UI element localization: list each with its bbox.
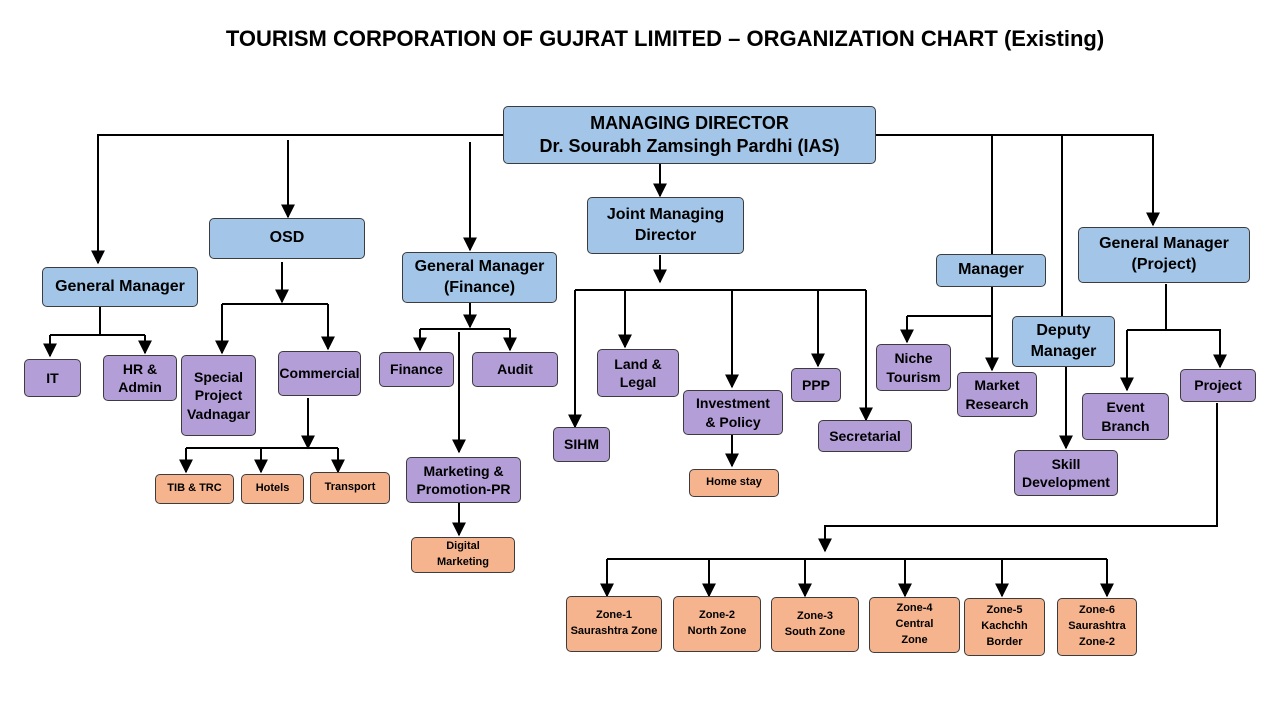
skill-label-2: Development [1022,474,1110,490]
special-project-box: Special Project Vadnagar [181,355,256,436]
ppp-label: PPP [801,376,830,393]
zone3-label-1: Zone-3 [796,609,834,622]
sihm-box: SIHM [553,427,610,462]
gm-project-label-2: (Project) [1131,256,1197,273]
skill-label-1: Skill [1051,455,1081,472]
project-box: Project [1180,369,1256,402]
zone-1-box: Zone-1 Saurashtra Zone [566,596,662,652]
zone4-label-2: Central [895,618,934,631]
zone2-label-2: North Zone [687,625,747,637]
zone6-label-2: Saurashtra [1068,620,1126,633]
gm-finance-label-2: (Finance) [443,278,516,296]
hotels-box: Hotels [241,474,304,504]
skill-development-box: Skill Development [1014,450,1118,496]
gm-project-label-1: General Manager [1099,235,1229,253]
zone1-label-2: Saurashtra Zone [570,625,658,637]
zone-6-box: Zone-6 Saurashtra Zone-2 [1057,598,1137,656]
zone2-label-1: Zone-2 [698,609,736,622]
manager-label: Manager [958,261,1024,279]
zone-4-box: Zone-4 Central Zone [869,597,960,653]
tib-trc-box: TIB & TRC [155,474,234,504]
general-manager-box: General Manager [42,267,198,307]
zone6-label-3: Zone-2 [1078,635,1116,648]
special-label-1: Special [193,369,244,386]
digital-marketing-box: Digital Marketing [411,537,515,573]
osd-label: OSD [269,229,305,247]
finance-label: Finance [390,361,443,378]
gm-finance-box: General Manager (Finance) [402,252,557,303]
zone4-label-3: Zone [901,633,928,646]
investment-label-2: & Policy [705,413,761,430]
md-title: MANAGING DIRECTOR [590,112,789,133]
investment-policy-box: Investment & Policy [683,390,783,435]
manager-box: Manager [936,254,1046,287]
sihm-label: SIHM [564,436,599,453]
home-stay-box: Home stay [689,469,779,497]
special-label-2: Project [194,387,243,404]
event-label-2: Branch [1101,417,1150,434]
audit-label: Audit [497,361,533,378]
niche-label-2: Tourism [886,368,941,385]
marketing-label-2: Promotion-PR [416,481,511,497]
market-research-box: Market Research [957,372,1037,417]
ppp-box: PPP [791,368,841,402]
gm-finance-label-1: General Manager [414,257,545,275]
zone5-label-3: Border [986,635,1023,648]
commercial-label: Commercial [279,365,360,382]
zone3-label-2: South Zone [784,625,846,638]
zone6-label-1: Zone-6 [1078,604,1116,617]
hr-admin-box: HR & Admin [103,355,177,401]
special-label-3: Vadnagar [186,405,251,422]
hotels-label: Hotels [255,482,290,495]
marketing-label-1: Marketing & [423,462,504,479]
gm-project-box: General Manager (Project) [1078,227,1250,283]
marketing-box: Marketing & Promotion-PR [406,457,521,503]
hr-label-2: Admin [118,379,162,395]
niche-label-1: Niche [894,350,933,367]
deputy-manager-box: Deputy Manager [1012,316,1115,367]
managing-director-box: MANAGING DIRECTOR Dr. Sourabh Zamsingh P… [503,106,876,164]
land-label-2: Legal [619,374,657,390]
zone4-label-1: Zone-4 [896,602,933,615]
zone5-label-1: Zone-5 [986,604,1023,617]
secretarial-label: Secretarial [829,427,901,444]
land-label-1: Land & [614,355,662,372]
research-label-1: Market [974,377,1020,394]
zone-3-box: Zone-3 South Zone [771,597,859,652]
commercial-box: Commercial [278,351,361,396]
event-branch-box: Event Branch [1082,393,1169,440]
digital-label-2: Marketing [437,556,489,568]
tib-label: TIB & TRC [167,482,222,495]
project-label: Project [1194,377,1242,394]
audit-box: Audit [472,352,558,387]
osd-box: OSD [209,218,365,259]
land-legal-box: Land & Legal [597,349,679,397]
research-label-2: Research [965,395,1029,412]
jmd-label-1: Joint Managing [606,205,725,223]
digital-label-1: Digital [446,540,480,553]
zone-2-box: Zone-2 North Zone [673,596,761,652]
secretarial-box: Secretarial [818,420,912,452]
home-stay-label: Home stay [706,476,762,489]
niche-tourism-box: Niche Tourism [876,344,951,391]
it-label: IT [46,369,59,386]
deputy-label-2: Manager [1030,342,1097,360]
gm-label: General Manager [55,277,185,295]
zone-5-box: Zone-5 Kachchh Border [964,598,1045,656]
transport-box: Transport [310,472,390,504]
deputy-label-1: Deputy [1036,321,1091,339]
chart-title: TOURISM CORPORATION OF GUJRAT LIMITED – … [225,26,1105,51]
finance-box: Finance [379,352,454,387]
hr-label-1: HR & [122,360,158,377]
md-name: Dr. Sourabh Zamsingh Pardhi (IAS) [539,136,840,156]
zone1-label-1: Zone-1 [595,609,633,622]
joint-md-box: Joint Managing Director [587,197,744,254]
jmd-label-2: Director [634,226,697,244]
zone5-label-2: Kachchh [981,620,1028,633]
transport-label: Transport [324,481,376,494]
investment-label-1: Investment [696,395,770,412]
it-box: IT [24,359,81,397]
event-label-1: Event [1106,399,1145,416]
